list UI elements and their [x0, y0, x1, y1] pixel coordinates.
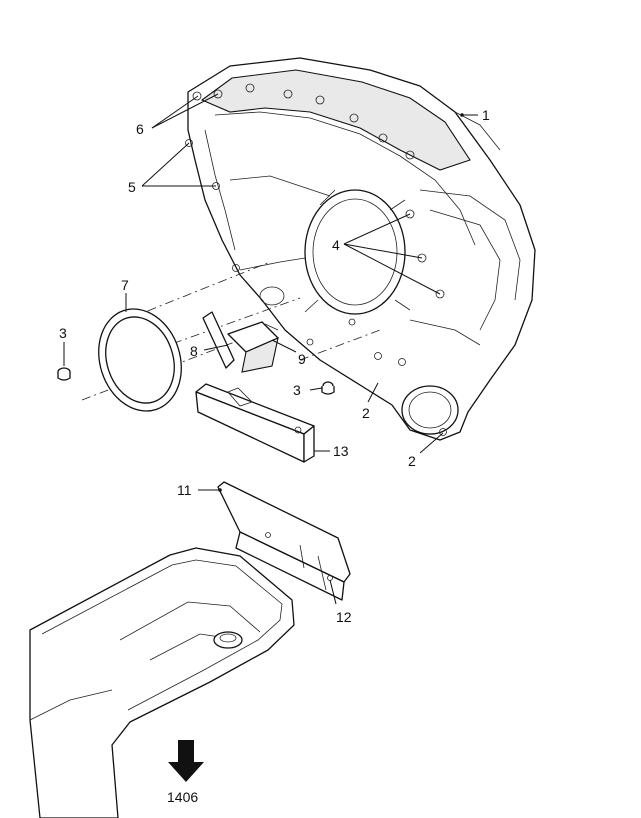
callout-4: 4 [332, 237, 340, 253]
callout-8: 8 [190, 343, 198, 359]
callout-3-left: 3 [59, 325, 67, 341]
angle-bracket [195, 383, 315, 463]
callout-7: 7 [121, 277, 129, 293]
plug-left [57, 367, 71, 381]
callout-9: 9 [298, 351, 306, 367]
callout-2-middle: 2 [362, 405, 370, 421]
flywheel-housing [185, 57, 536, 441]
down-arrow-icon [168, 740, 204, 782]
callout-12: 12 [336, 609, 352, 625]
reference-1406: 1406 [167, 789, 198, 805]
callout-13: 13 [333, 443, 349, 459]
callout-1: 1 [482, 107, 490, 123]
seal-ring [98, 308, 182, 412]
callout-2-lower: 2 [408, 453, 416, 469]
callout-11: 11 [177, 482, 192, 498]
callout-6: 6 [136, 121, 144, 137]
callout-5: 5 [128, 179, 136, 195]
callout-labels: 1 6 5 4 7 3 8 9 3 2 2 13 11 12 1406 [59, 107, 490, 805]
leader-lines [63, 93, 478, 605]
bracket-and-damper [202, 311, 279, 373]
heat-shield [217, 481, 351, 601]
callout-3-right: 3 [293, 382, 301, 398]
oil-pan [29, 547, 295, 818]
plug-right [321, 381, 335, 395]
